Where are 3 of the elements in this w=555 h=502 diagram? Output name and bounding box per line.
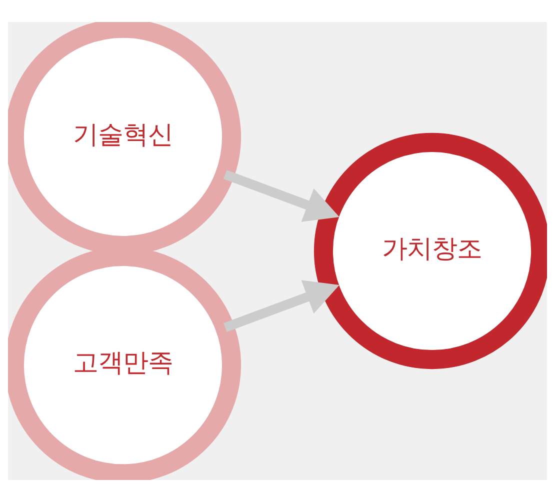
arrow: [223, 170, 340, 222]
node-circle: 가치창조: [314, 132, 547, 370]
arrow: [223, 280, 340, 332]
